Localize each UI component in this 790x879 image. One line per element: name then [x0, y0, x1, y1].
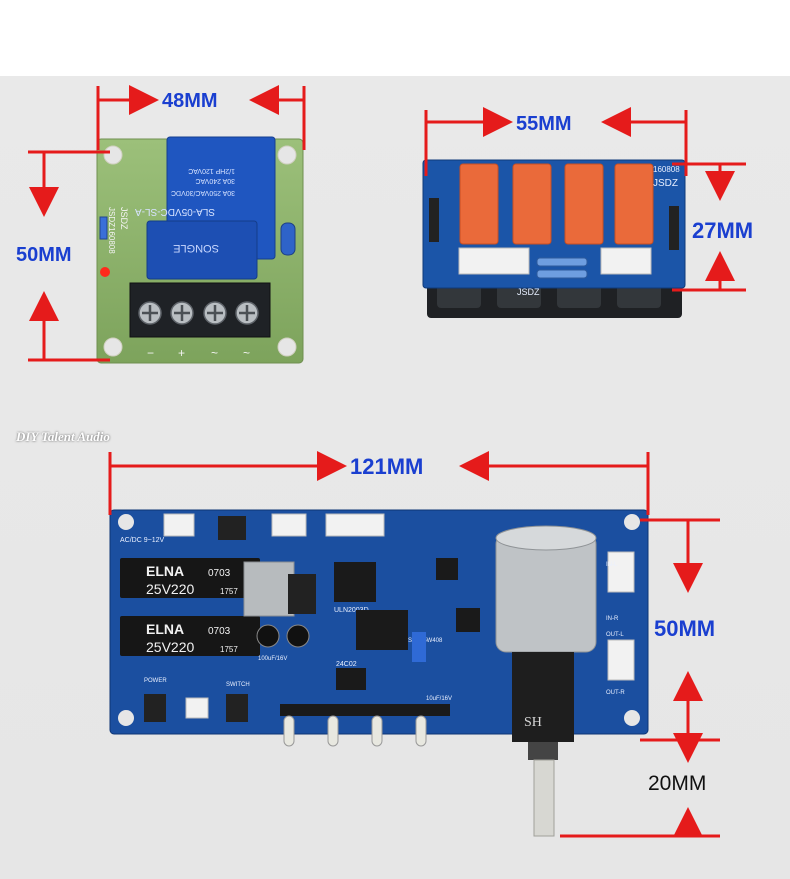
label-48mm: 48MM [162, 90, 218, 112]
motor-label: SH [524, 715, 542, 730]
cap2-code: 0703 [208, 626, 231, 637]
port-in-r: IN-R [606, 616, 619, 622]
relay-terminal-plus: + [178, 346, 185, 360]
relay-board: SONGLE SLA-05VDC-SL-A 30A 250VAC/30VDC 3… [96, 136, 304, 364]
ic-eeprom: 24C02 [336, 661, 357, 668]
relay-rating3: 1/2HP 120VAC [188, 167, 235, 174]
cap2-code2: 1757 [220, 645, 238, 654]
smallcap-label1: 100uF/16V [258, 656, 287, 662]
brand-watermark: DIY Talent Audio [16, 429, 110, 444]
relay-terminal-ac1: ~ [211, 346, 218, 360]
port-out-r: OUT-R [606, 690, 625, 696]
relay-model: SLA-05VDC-SL-A [135, 206, 215, 217]
port-in-l: IN-L [606, 562, 618, 568]
label-50mm-main: 50MM [654, 616, 716, 641]
cap1-code2: 1757 [220, 587, 238, 596]
quad-pcb-code: 160808 [653, 165, 680, 174]
relay-rating1: 30A 250VAC/30VDC [171, 189, 235, 196]
cap2-brand: ELNA [146, 621, 184, 637]
cap1-value: 25V220 [146, 581, 194, 597]
cap2-value: 25V220 [146, 639, 194, 655]
cap1-brand: ELNA [146, 563, 184, 579]
smallcap-label0: 10uF/16V [426, 696, 452, 702]
main-board: AC/DC 9~12V ELNA 0703 25V220 1757 ELNA 0… [109, 509, 649, 837]
label-20mm: 20MM [648, 772, 707, 795]
power-button-label: POWER [144, 678, 167, 684]
relay-terminal-minus: − [147, 346, 154, 360]
label-27mm: 27MM [692, 218, 754, 243]
cap1-code: 0703 [208, 568, 231, 579]
label-121mm: 121MM [350, 454, 424, 479]
quad-relay-board: 160808 JSDZ JSDZ [422, 159, 686, 318]
port-out-l: OUT-L [606, 632, 624, 638]
label-50mm-relay: 50MM [16, 244, 72, 266]
relay-pcb-label: JSDZ [119, 207, 129, 230]
relay-terminal-ac2: ~ [243, 346, 250, 360]
switch-button-label: SWITCH [226, 682, 250, 688]
label-55mm: 55MM [516, 113, 572, 135]
relay-brand: SONGLE [173, 242, 219, 254]
quad-bottom-label: JSDZ [517, 287, 540, 297]
top-band [0, 0, 790, 76]
ic-uln: ULN2003D [334, 607, 369, 614]
relay-pcb-code: JSDZ160808 [107, 207, 116, 254]
relay-rating2: 30A 240VAC [195, 177, 235, 184]
supply-label: AC/DC 9~12V [120, 537, 164, 544]
quad-pcb-label: JSDZ [653, 178, 678, 189]
